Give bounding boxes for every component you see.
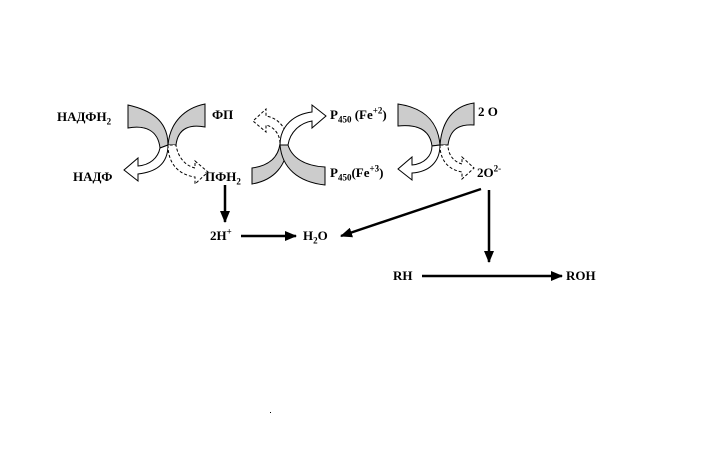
- label-p450-reduced-mid: (Fe: [351, 107, 373, 122]
- label-fp: ФП: [212, 108, 233, 122]
- label-nadp-main: НАДФ: [73, 169, 113, 184]
- label-pfh2: ПФН2: [205, 169, 241, 187]
- label-protons-sup: +: [226, 226, 232, 237]
- label-oxygen-atoms: 2 O: [478, 105, 498, 119]
- label-superoxide-main: 2O: [477, 165, 494, 180]
- label-pfh2-sub: 2: [236, 176, 241, 187]
- label-product-main: ROH: [566, 268, 596, 283]
- label-superoxide: 2O2-: [477, 163, 502, 180]
- label-p450-oxidized: P450(Fe+3): [330, 163, 384, 183]
- label-protons-main: 2H: [210, 228, 227, 243]
- label-p450-reduced-sub: 450: [337, 114, 352, 125]
- p450-oxidation-arrow: [397, 144, 441, 182]
- label-superoxide-sup: 2-: [493, 163, 502, 174]
- label-fp-main: ФП: [212, 107, 234, 122]
- p450-oxidized-band: [279, 144, 326, 186]
- p450-reduction-arrow: [279, 103, 327, 146]
- label-substrate-main: RH: [393, 268, 413, 283]
- nadph-oxidation-band: [127, 104, 169, 149]
- label-p450-reduced-end: ): [382, 107, 387, 122]
- label-water: H2O: [303, 228, 328, 246]
- label-oxygen-atoms-main: 2 O: [478, 104, 498, 119]
- pfh2-formation-arrow: [167, 144, 209, 186]
- stray-dot: [270, 412, 271, 413]
- superoxide-to-water-arrow: [340, 187, 482, 238]
- label-p450-oxidized-main: P: [330, 165, 338, 180]
- superoxide-formation-arrow: [439, 144, 475, 181]
- label-p450-reduced-sup: +2: [372, 105, 383, 116]
- oxygen-band: [439, 102, 475, 146]
- p450-electron-band: [397, 103, 441, 147]
- crossing-pfh2-p450: [251, 103, 327, 186]
- label-substrate: RH: [393, 269, 413, 283]
- label-p450-oxidized-mid: (Fe: [351, 165, 370, 180]
- crossing-nadph-fp: [123, 103, 209, 186]
- fp-regeneration-arrow: [252, 107, 289, 146]
- label-water-post: O: [317, 228, 328, 243]
- label-water-sub: 2: [313, 235, 318, 246]
- label-product: ROH: [566, 269, 596, 283]
- label-protons: 2H+: [210, 226, 232, 243]
- label-p450-oxidized-end: ): [379, 165, 384, 180]
- label-water-pre: H: [303, 228, 314, 243]
- label-p450-oxidized-sup: +3: [369, 163, 380, 174]
- label-nadph2: НАДФН2: [57, 109, 112, 127]
- label-pfh2-main: ПФН: [205, 169, 237, 184]
- label-p450-reduced-main: P: [330, 107, 338, 122]
- nadp-release-arrow: [123, 144, 169, 183]
- label-p450-reduced: P450 (Fe+2): [330, 105, 387, 125]
- label-nadph2-main: НАДФН: [57, 109, 107, 124]
- fp-reduction-band: [167, 103, 206, 146]
- label-nadp: НАДФ: [73, 170, 112, 184]
- label-nadph2-sub: 2: [106, 116, 112, 127]
- crossing-p450-oxygen: [397, 102, 475, 182]
- label-p450-oxidized-sub: 450: [337, 172, 352, 183]
